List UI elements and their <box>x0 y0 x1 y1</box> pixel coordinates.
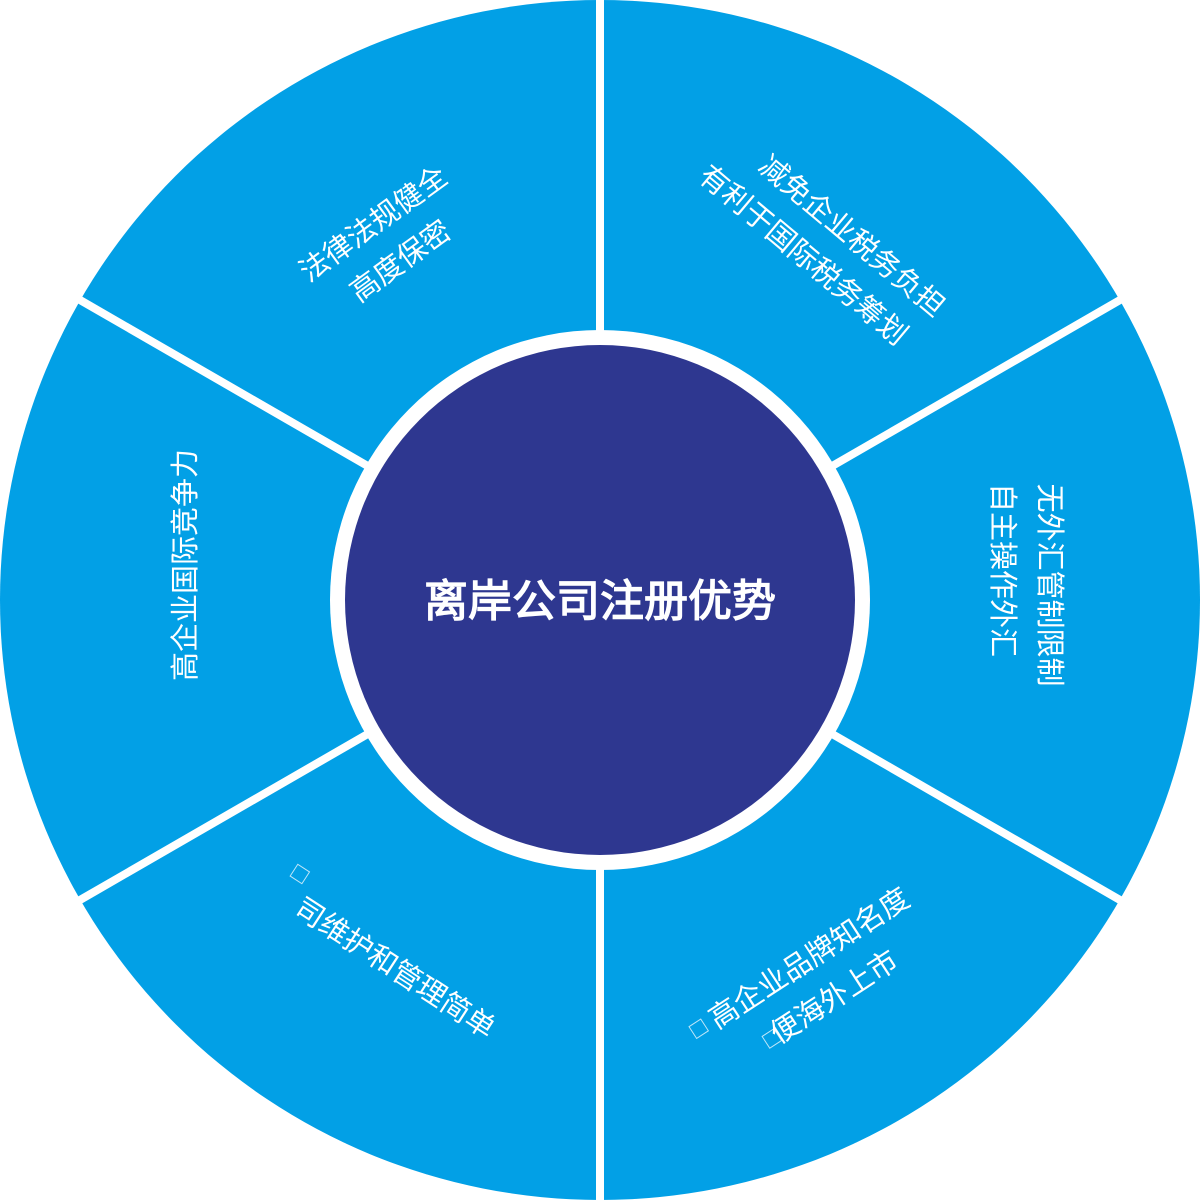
missing-glyph-icon <box>688 1018 710 1040</box>
segment-left: 高企业国际竞争力 <box>168 449 202 681</box>
diagram-title: 离岸公司注册优势 <box>424 576 776 627</box>
segment-line: 无外汇管制限制 <box>1033 483 1067 686</box>
segment-right: 无外汇管制限制 自主操作外汇 <box>986 483 1067 687</box>
segment-line: 自主操作外汇 <box>986 483 1020 657</box>
segment-dividers <box>78 0 1122 1200</box>
missing-glyph-icon <box>289 863 311 885</box>
segment-line: 高企业国际竞争力 <box>168 449 202 681</box>
missing-glyph-icon <box>761 1028 783 1049</box>
center-circle <box>345 345 855 855</box>
